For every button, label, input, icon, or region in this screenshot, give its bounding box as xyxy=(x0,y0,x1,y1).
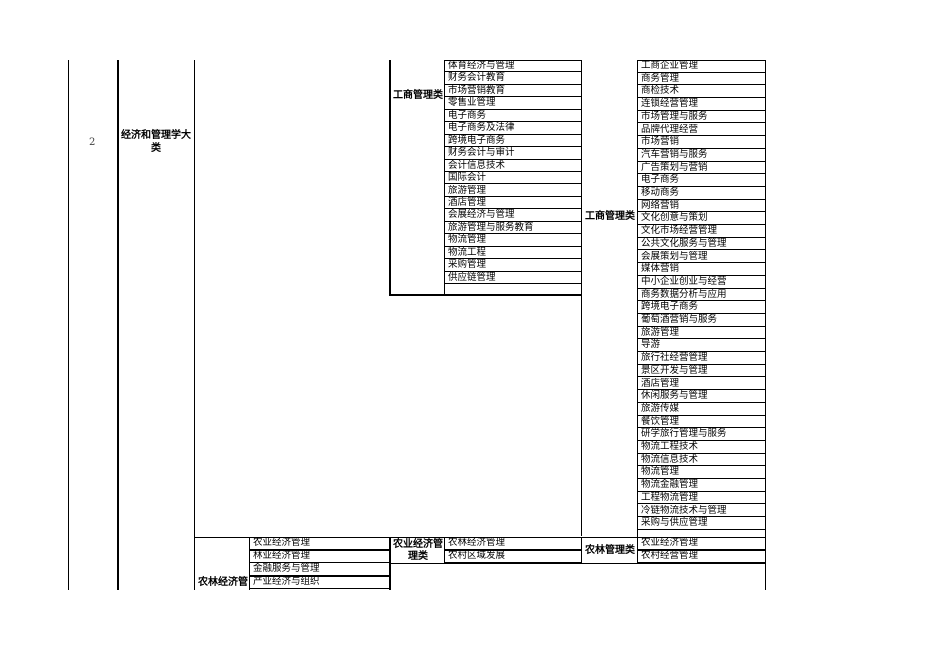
list-item: 网络营销 xyxy=(638,200,765,213)
row-number: 2 xyxy=(89,137,96,148)
list-item: 商务数据分析与应用 xyxy=(638,289,765,302)
list-item: 采购与供应管理 xyxy=(638,517,765,530)
list-item: 商务管理 xyxy=(638,73,765,86)
list-item: 电子商务及法律 xyxy=(445,122,581,135)
list-item: 连锁经营管理 xyxy=(638,98,765,111)
list-item: 工商企业管理 xyxy=(638,60,765,73)
list-item: 酒店管理 xyxy=(445,197,581,210)
list-item: 农村经营管理 xyxy=(638,550,765,563)
list-item: 广告策划与营销 xyxy=(638,162,765,175)
list-item: 旅游管理与服务教育 xyxy=(445,222,581,235)
list-item: 采购管理 xyxy=(445,259,581,272)
list-item: 财务会计与审计 xyxy=(445,147,581,160)
list-item: 餐饮管理 xyxy=(638,416,765,429)
col-c-category-label: 工商管理类 xyxy=(393,90,443,101)
list-item: 供应链管理 xyxy=(445,272,581,285)
agri-d-category-label: 农林管理类 xyxy=(585,545,635,556)
list-item: 中小企业创业与经营 xyxy=(638,276,765,289)
list-item: 会展经济与管理 xyxy=(445,209,581,222)
list-item: 文化市场经营管理 xyxy=(638,225,765,238)
list-item: 农林经济管理 xyxy=(445,537,581,550)
big-category-label: 经济和管理学大类 xyxy=(121,130,191,154)
list-item: 农村区域发展 xyxy=(445,550,581,563)
list-item: 跨境电子商务 xyxy=(445,135,581,148)
list-item: 研学旅行管理与服务 xyxy=(638,428,765,441)
list-item: 农业经济管理 xyxy=(250,537,389,550)
list-item: 旅游管理 xyxy=(445,185,581,197)
list-item: 旅游管理 xyxy=(638,327,765,340)
agri-c-category-label: 农业经济管理类 xyxy=(393,539,443,562)
list-item: 农业经济管理 xyxy=(638,537,765,550)
list-item: 导游 xyxy=(638,339,765,353)
list-item: 物流管理 xyxy=(445,234,581,247)
list-item: 酒店管理 xyxy=(638,378,765,391)
list-item: 文化创意与策划 xyxy=(638,212,765,226)
list-item: 会计信息技术 xyxy=(445,160,581,173)
list-item: 物流金融管理 xyxy=(638,479,765,492)
list-item: 金融服务与管理 xyxy=(250,563,389,576)
list-item: 汽车营销与服务 xyxy=(638,149,765,162)
list-item: 工程物流管理 xyxy=(638,492,765,505)
list-item: 物流信息技术 xyxy=(638,454,765,467)
list-item: 物流工程技术 xyxy=(638,441,765,454)
list-item: 市场管理与服务 xyxy=(638,111,765,124)
list-item: 公共文化服务与管理 xyxy=(638,238,765,251)
list-item: 移动商务 xyxy=(638,187,765,200)
agri-b-category-label: 农林经济管 xyxy=(198,577,248,588)
list-item: 旅行社经营管理 xyxy=(638,352,765,365)
list-item: 景区开发与管理 xyxy=(638,365,765,378)
list-item: 旅游传媒 xyxy=(638,403,765,416)
list-item: 市场营销教育 xyxy=(445,85,581,98)
col-d-category-label: 工商管理类 xyxy=(585,211,635,222)
list-item: 葡萄酒营销与服务 xyxy=(638,314,765,327)
list-item: 休闲服务与管理 xyxy=(638,390,765,403)
list-item: 跨境电子商务 xyxy=(638,301,765,314)
list-item: 市场营销 xyxy=(638,136,765,149)
list-item: 物流工程 xyxy=(445,247,581,260)
list-item: 国际会计 xyxy=(445,172,581,185)
list-item: 冷链物流技术与管理 xyxy=(638,505,765,518)
list-item: 电子商务 xyxy=(638,174,765,187)
list-item: 物流管理 xyxy=(638,466,765,480)
list-item: 电子商务 xyxy=(445,110,581,123)
list-item: 零售业管理 xyxy=(445,97,581,110)
list-item: 会展策划与管理 xyxy=(638,251,765,264)
list-item: 商检技术 xyxy=(638,85,765,99)
list-item: 品牌代理经营 xyxy=(638,124,765,137)
list-item: 林业经济管理 xyxy=(250,550,389,563)
list-item: 产业经济与组织 xyxy=(250,576,389,589)
list-item: 体育经济与管理 xyxy=(445,60,581,73)
list-item: 财务会计教育 xyxy=(445,72,581,85)
list-item: 媒体营销 xyxy=(638,263,765,276)
